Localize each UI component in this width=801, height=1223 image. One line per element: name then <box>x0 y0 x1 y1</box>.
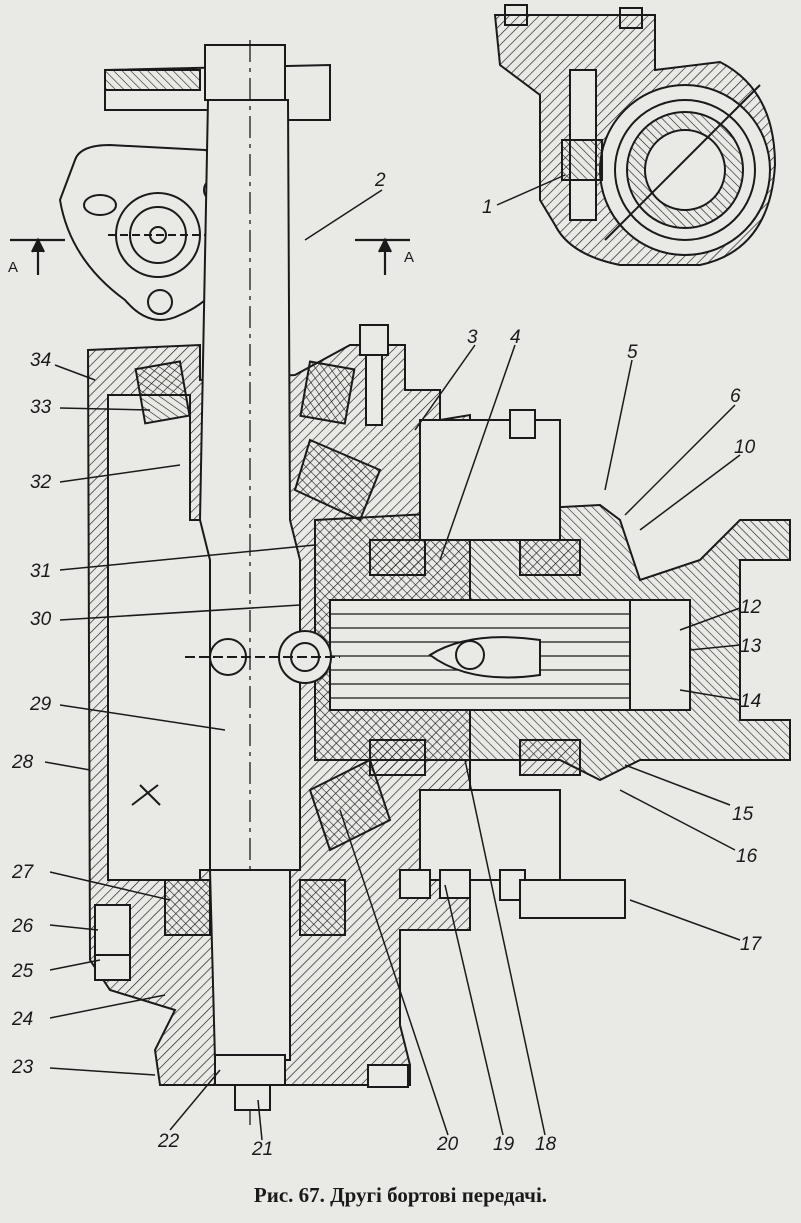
housing-marker <box>131 784 161 806</box>
label-14: 14 <box>740 691 761 712</box>
label-24: 24 <box>11 1009 33 1030</box>
label-25: 25 <box>11 961 34 982</box>
label-16: 16 <box>736 846 758 867</box>
label-5: 5 <box>627 342 638 363</box>
final-drive-hub <box>314 419 791 881</box>
label-6: 6 <box>730 386 741 407</box>
section-view-inset <box>493 4 777 266</box>
label-18: 18 <box>535 1134 557 1155</box>
label-21: 21 <box>251 1139 273 1160</box>
label-22: 22 <box>157 1131 180 1152</box>
label-34: 34 <box>30 350 51 371</box>
label-33: 33 <box>30 397 52 418</box>
label-12: 12 <box>740 597 762 618</box>
section-letter-left: А <box>8 259 18 276</box>
figure-caption: Рис. 67. Другі бортові передачі. <box>253 1183 548 1207</box>
label-1: 1 <box>482 197 493 218</box>
bolts <box>94 324 626 1088</box>
leader-lines <box>44 174 741 1141</box>
label-31: 31 <box>30 561 51 582</box>
cross-shaft <box>134 360 392 936</box>
label-27: 27 <box>11 862 35 883</box>
section-marks <box>10 237 410 275</box>
label-13: 13 <box>740 636 762 657</box>
label-26: 26 <box>11 916 34 937</box>
label-10: 10 <box>734 437 756 458</box>
section-letter-right: А <box>404 249 414 266</box>
label-29: 29 <box>29 694 52 715</box>
label-3: 3 <box>467 327 478 348</box>
label-19: 19 <box>493 1134 515 1155</box>
label-17: 17 <box>740 934 763 955</box>
label-23: 23 <box>11 1057 34 1078</box>
vertical-shaft <box>198 40 301 1125</box>
label-30: 30 <box>30 609 52 630</box>
label-2: 2 <box>374 170 386 191</box>
label-15: 15 <box>732 804 754 825</box>
label-28: 28 <box>11 752 34 773</box>
label-4: 4 <box>510 327 521 348</box>
label-32: 32 <box>30 472 52 493</box>
label-20: 20 <box>436 1134 459 1155</box>
